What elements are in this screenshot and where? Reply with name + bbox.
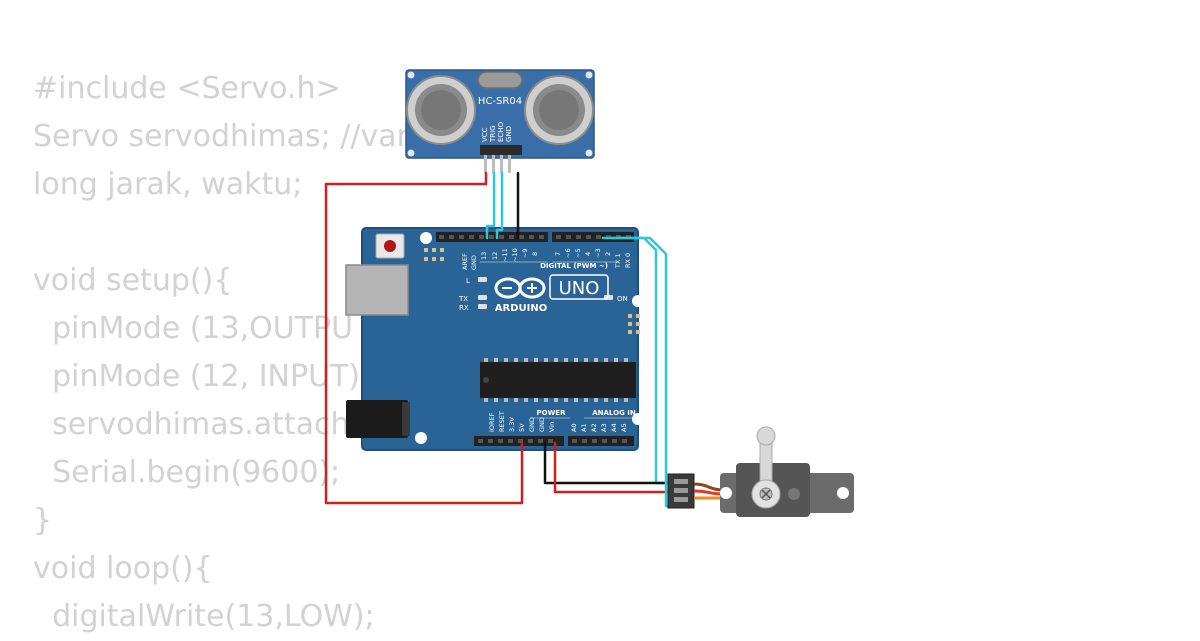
pin-label-d9: ~9 <box>521 248 529 258</box>
pin-label-d10: ~10 <box>511 248 519 262</box>
pin-label-rx0: RX 0 <box>624 253 632 268</box>
wires <box>324 171 678 508</box>
wire-vcc <box>324 171 524 505</box>
pin-label-3v3: 3.3V <box>508 417 516 432</box>
pin-label-d3: ~3 <box>594 248 602 258</box>
pin-label-d4: 4 <box>584 252 592 256</box>
wire-echo <box>495 171 504 240</box>
pin-label-d5: ~5 <box>574 248 582 258</box>
pin-label-a4: A4 <box>610 423 618 432</box>
pin-label-a5: A5 <box>620 423 628 432</box>
uno-label: UNO <box>559 278 600 299</box>
pin-label-d8: 8 <box>531 252 539 256</box>
code-line: } <box>33 503 53 538</box>
pin-label-ioref: IOREF <box>488 412 496 432</box>
digital-header-right <box>552 232 634 242</box>
sensor-model-label: HC-SR04 <box>478 96 522 107</box>
pin-label-gnd1: GND <box>528 417 536 432</box>
pin-label-d6: ~6 <box>564 248 572 258</box>
code-line: long jarak, waktu; <box>33 167 303 202</box>
pin-label-5v: 5V <box>518 423 526 432</box>
code-line: servodhimas.attach( <box>33 407 362 442</box>
sensor-pin-label: TRIG <box>489 125 497 143</box>
pin-label-gnd: GND <box>470 255 478 270</box>
pin-label-d7: 7 <box>554 252 562 256</box>
code-line: #include <Servo.h> <box>33 71 341 106</box>
usb-connector <box>345 264 409 316</box>
sensor-pin-label: ECHO <box>497 121 505 142</box>
sensor-transducer-left <box>406 75 476 145</box>
arduino-logo-icon <box>494 277 546 299</box>
code-line: void loop(){ <box>33 551 213 586</box>
power-jack <box>346 400 408 438</box>
pin-label-tx1: TX 1 <box>614 253 622 269</box>
digital-header-label: DIGITAL (PWM ~) <box>540 262 608 270</box>
pin-label-d2: 2 <box>604 252 612 256</box>
pin-label-aref: AREF <box>461 253 469 270</box>
arduino-uno-board: AREF GND 13 12 ~11 ~10 ~9 8 7 ~6 ~5 4 ~3… <box>345 227 644 451</box>
servo-motor <box>667 426 854 517</box>
code-line: Serial.begin(9600); <box>33 455 341 490</box>
pin-label-vin: Vin <box>548 422 556 432</box>
arduino-brand-label: ARDUINO <box>495 303 547 314</box>
pin-label-reset: RESET <box>498 411 506 432</box>
code-line: pinMode (13,OUTPU <box>33 311 354 346</box>
pin-label-a0: A0 <box>570 423 578 432</box>
wire-servo-vcc <box>553 441 674 494</box>
pin-label-gnd2: GND <box>538 417 546 432</box>
microcontroller-chip <box>480 358 636 402</box>
code-line: void setup(){ <box>33 263 233 298</box>
led-label-l: L <box>466 277 470 285</box>
pin-label-d13: 13 <box>480 252 488 260</box>
led-label-on: ON <box>617 295 628 303</box>
code-line: digitalWrite(13,LOW); <box>33 599 375 634</box>
pin-label-a2: A2 <box>590 423 598 432</box>
pin-label-a1: A1 <box>580 423 588 432</box>
analog-header-label: ANALOG IN <box>592 409 636 417</box>
wire-trig <box>485 171 496 240</box>
code-line: pinMode (12, INPUT); <box>33 359 371 394</box>
led-label-tx: TX <box>458 295 468 303</box>
code-line: Servo servodhimas; //var <box>33 119 409 154</box>
pin-label-d11: ~11 <box>501 248 509 262</box>
wire-servo-gnd <box>543 441 666 485</box>
sensor-pin-label: GND <box>505 126 513 142</box>
pin-label-a3: A3 <box>600 423 608 432</box>
led-label-rx: RX <box>459 304 469 312</box>
servo-horn-icon <box>751 426 781 509</box>
sensor-transducer-right <box>524 75 594 145</box>
analog-header <box>568 436 634 446</box>
power-header-label: POWER <box>537 409 567 417</box>
pin-label-d12: 12 <box>491 252 499 260</box>
sensor-pin-label: VCC <box>481 127 489 142</box>
ultrasonic-sensor: HC-SR04 VCC TRIG ECHO GND <box>405 69 595 173</box>
code-listing: #include <Servo.h> Servo servodhimas; //v… <box>33 65 409 641</box>
